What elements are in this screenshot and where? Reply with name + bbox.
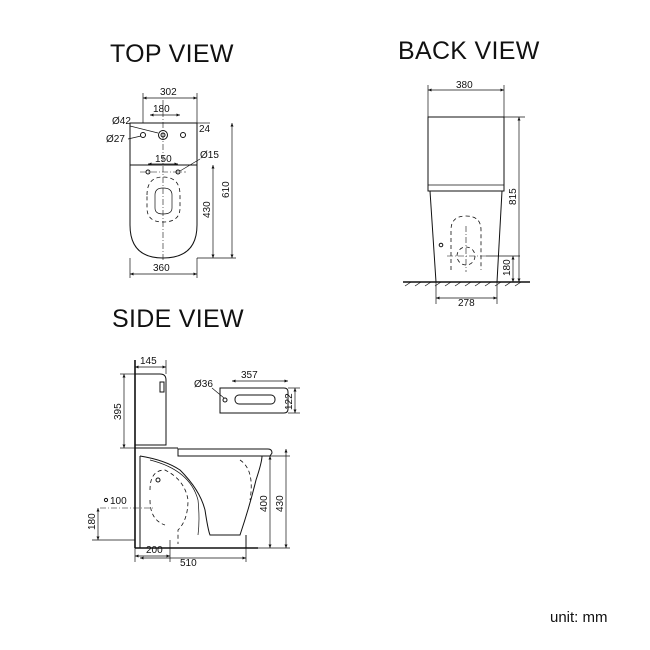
dim-side-200: 200 bbox=[146, 545, 163, 556]
dim-side-430: 430 bbox=[275, 495, 286, 512]
side-seat bbox=[177, 448, 273, 457]
dim-back-278: 278 bbox=[458, 298, 475, 309]
dim-back-815: 815 bbox=[508, 188, 519, 205]
dim-top-360: 360 bbox=[153, 263, 170, 274]
dim-top-o42: Ø42 bbox=[112, 116, 131, 127]
back-view-drawing: 380 815 180 278 bbox=[403, 80, 530, 309]
side-tank-outline bbox=[135, 373, 167, 446]
unit-label: unit: mm bbox=[550, 609, 608, 626]
dim-top-302: 302 bbox=[160, 87, 177, 98]
top-seat-opening bbox=[146, 176, 181, 223]
top-view-drawing: 302 180 Ø42 Ø27 24 150 Ø15 430 610 360 bbox=[106, 87, 236, 278]
dim-top-o15: Ø15 bbox=[200, 150, 219, 161]
dim-top-150: 150 bbox=[155, 154, 172, 165]
dim-top-610: 610 bbox=[221, 181, 232, 198]
dim-side-510: 510 bbox=[180, 558, 197, 569]
back-tank-outline bbox=[427, 116, 505, 192]
top-fixing-hole-left bbox=[140, 132, 146, 138]
dim-side-180: 180 bbox=[87, 513, 98, 530]
top-view-title: TOP VIEW bbox=[110, 40, 234, 68]
back-view-title: BACK VIEW bbox=[398, 37, 540, 65]
top-fixing-hole-right bbox=[180, 132, 186, 138]
dim-top-24: 24 bbox=[199, 124, 211, 135]
top-waterway bbox=[154, 187, 173, 215]
side-trapway bbox=[149, 469, 189, 544]
dim-side-145: 145 bbox=[140, 356, 157, 367]
top-bowl-outline bbox=[129, 165, 198, 259]
dim-side-395: 395 bbox=[113, 403, 124, 420]
dim-top-o27: Ø27 bbox=[106, 134, 125, 145]
side-inlet-detail bbox=[219, 387, 289, 414]
side-bowl-outline bbox=[139, 455, 263, 548]
dim-back-180: 180 bbox=[502, 259, 513, 276]
dim-top-180: 180 bbox=[153, 104, 170, 115]
back-outlet-dashed bbox=[450, 215, 482, 270]
side-view-title: SIDE VIEW bbox=[112, 305, 244, 333]
dim-top-430: 430 bbox=[202, 201, 213, 218]
dim-back-380: 380 bbox=[456, 80, 473, 91]
dim-side-100: 100 bbox=[110, 496, 127, 507]
dim-side-400: 400 bbox=[259, 495, 270, 512]
dim-side-o36: Ø36 bbox=[194, 379, 213, 390]
dim-side-122: 122 bbox=[284, 393, 295, 410]
back-pedestal-outline bbox=[429, 190, 503, 283]
side-view-drawing: 145 395 357 Ø36 122 100 180 200 510 400 bbox=[87, 356, 300, 569]
dim-side-357: 357 bbox=[241, 370, 258, 381]
